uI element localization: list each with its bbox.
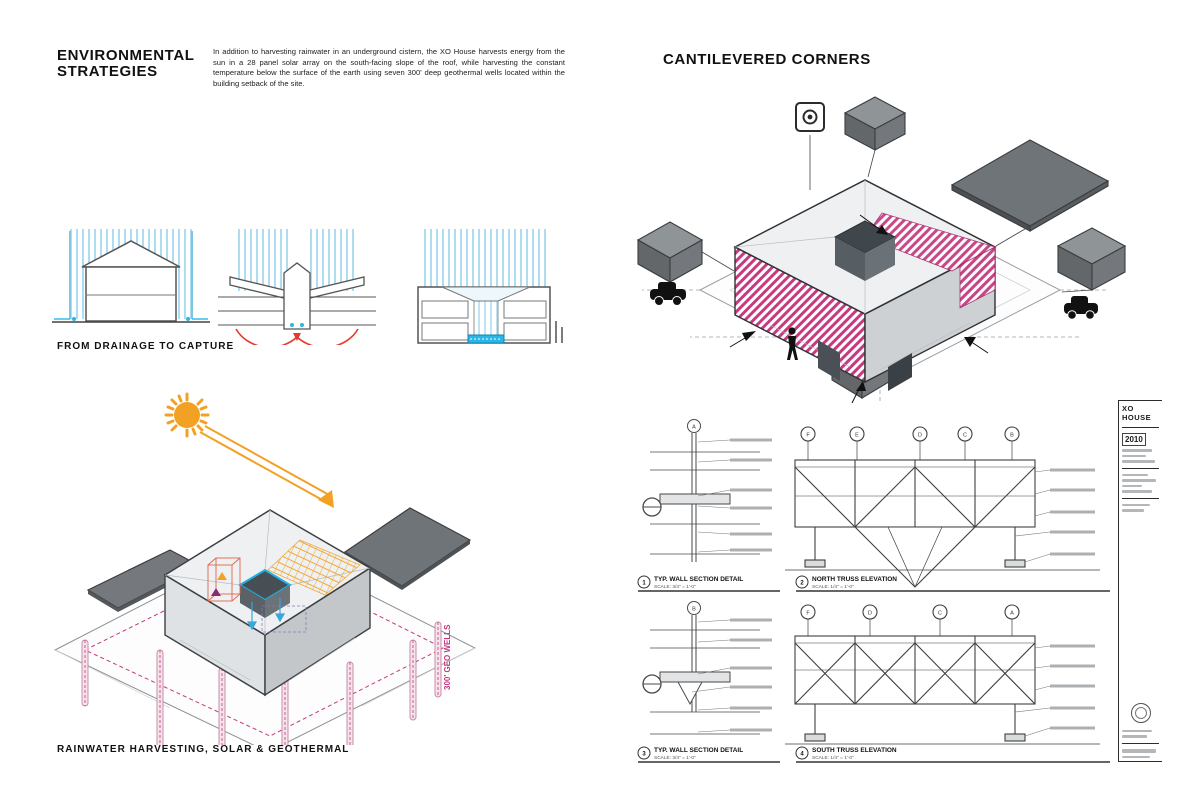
cube-west <box>636 221 704 283</box>
sun-ray-arrow <box>199 425 334 508</box>
drawing-title-2: 2 NORTH TRUSS ELEVATION SCALE: 1/4" = 1'… <box>795 575 1110 592</box>
titleblock-text-row <box>1122 729 1152 732</box>
architect-stamp-icon <box>1130 702 1151 723</box>
roof-plane-ne <box>950 139 1110 232</box>
iso-building <box>163 509 372 697</box>
door-opening-right <box>888 353 912 391</box>
cantilever-building <box>733 179 997 391</box>
svg-text:3: 3 <box>642 752 646 758</box>
sheet-titleblock: XO HOUSE 2010 <box>1118 400 1162 762</box>
corner-arrows <box>729 214 989 404</box>
cube-east <box>1056 227 1127 291</box>
svg-text:E: E <box>855 433 859 439</box>
svg-text:D: D <box>868 611 872 617</box>
titleblock-text-row <box>1122 503 1150 506</box>
door-opening-left <box>818 340 840 381</box>
svg-text:TYP. WALL SECTION DETAIL: TYP. WALL SECTION DETAIL <box>654 747 743 754</box>
skylight-icon <box>795 102 825 132</box>
titleblock-text-row <box>1122 755 1150 758</box>
rainwater-section-diagrams <box>52 229 563 345</box>
grid-bubbles-1: F E D C B <box>800 426 1020 460</box>
svg-text:SOUTH TRUSS ELEVATION: SOUTH TRUSS ELEVATION <box>812 747 897 754</box>
detail-1: A <box>642 419 772 562</box>
titleblock-text-row <box>1122 473 1148 476</box>
svg-text:B: B <box>1010 433 1014 439</box>
duct-wireframe <box>261 605 307 633</box>
person-icon <box>787 327 798 360</box>
solar-array <box>267 539 361 596</box>
construction-drawings: A F <box>637 419 1110 763</box>
svg-text:SCALE: 3/4" = 1'-0": SCALE: 3/4" = 1'-0" <box>654 755 696 761</box>
drawing-title-4: 4 SOUTH TRUSS ELEVATION SCALE: 1/4" = 1'… <box>795 746 1110 763</box>
titleblock-divider <box>1122 467 1159 469</box>
svg-text:4: 4 <box>800 752 804 758</box>
titleblock-text-row <box>1122 454 1146 457</box>
truss-elevation-1: F E D C B <box>785 426 1100 588</box>
svg-text:SCALE: 3/4" = 1'-0": SCALE: 3/4" = 1'-0" <box>654 584 696 590</box>
section-gable-house <box>52 229 210 323</box>
iso-cantilever-diagram <box>636 96 1127 404</box>
svg-text:NORTH TRUSS ELEVATION: NORTH TRUSS ELEVATION <box>812 576 897 583</box>
titleblock-text-row <box>1122 479 1156 482</box>
env-strategies-title: ENVIRONMENTAL STRATEGIES <box>57 48 195 80</box>
cantilevered-corners-title: CANTILEVERED CORNERS <box>663 51 871 68</box>
iso-environmental-diagram: 300' GEO WELLS <box>53 392 477 745</box>
titleblock-divider <box>1122 742 1159 744</box>
intro-paragraph: In addition to harvesting rainwater in a… <box>213 47 565 88</box>
env-title-line1: ENVIRONMENTAL <box>57 47 195 64</box>
courtyard <box>238 568 292 618</box>
car-icon-right <box>1064 296 1098 320</box>
svg-text:D: D <box>918 433 922 439</box>
truss-elevation-2: F D C A <box>785 604 1100 745</box>
titleblock-divider <box>1122 497 1159 499</box>
titleblock-divider <box>1122 427 1159 428</box>
titleblock-text-row <box>1122 490 1152 493</box>
section-shaft-pool <box>417 229 563 344</box>
svg-text:F: F <box>806 433 810 439</box>
titleblock-text-row <box>1122 460 1155 463</box>
cube-north <box>843 96 907 151</box>
drawing-title-1: 1 TYP. WALL SECTION DETAIL SCALE: 3/4" =… <box>637 575 780 592</box>
svg-text:SCALE: 1/4" = 1'-0": SCALE: 1/4" = 1'-0" <box>812 755 854 761</box>
detail-3: B <box>642 601 772 735</box>
titleblock-text-row <box>1122 509 1144 512</box>
section-funnel-cistern <box>218 229 376 345</box>
hatched-wall-band <box>959 246 996 309</box>
svg-text:C: C <box>938 611 942 617</box>
titleblock-text-row <box>1122 735 1147 738</box>
svg-text:2: 2 <box>800 581 804 587</box>
geo-wells-label: 300' GEO WELLS <box>443 624 452 690</box>
titleblock-year: 2010 <box>1122 433 1146 446</box>
sun-icon <box>164 392 210 438</box>
water-flow-arrows <box>246 598 286 631</box>
titleblock-sheet-number <box>1122 748 1156 753</box>
sections-caption: FROM DRAINAGE TO CAPTURE <box>57 341 235 352</box>
car-icon-left <box>650 282 686 306</box>
geothermal-wells <box>81 621 442 745</box>
svg-text:F: F <box>806 611 810 617</box>
detail1-bubble-label: A <box>692 425 696 431</box>
svg-text:1: 1 <box>642 581 646 587</box>
drawing-title-3: 3 TYP. WALL SECTION DETAIL SCALE: 3/4" =… <box>637 746 780 763</box>
env-title-line2: STRATEGIES <box>57 62 158 80</box>
titleblock-text-row <box>1122 484 1142 487</box>
svg-text:C: C <box>963 433 967 439</box>
svg-text:SCALE: 1/4" = 1'-0": SCALE: 1/4" = 1'-0" <box>812 584 854 590</box>
iso-caption: RAINWATER HARVESTING, SOLAR & GEOTHERMAL <box>57 744 350 755</box>
svg-text:A: A <box>1010 611 1014 617</box>
titleblock-project: XO HOUSE <box>1122 404 1152 422</box>
grid-bubbles-2: F D C A <box>800 604 1020 636</box>
titleblock-text-row <box>1122 449 1152 452</box>
svg-text:TYP. WALL SECTION DETAIL: TYP. WALL SECTION DETAIL <box>654 576 743 583</box>
detail3-bubble-label: B <box>692 607 696 613</box>
